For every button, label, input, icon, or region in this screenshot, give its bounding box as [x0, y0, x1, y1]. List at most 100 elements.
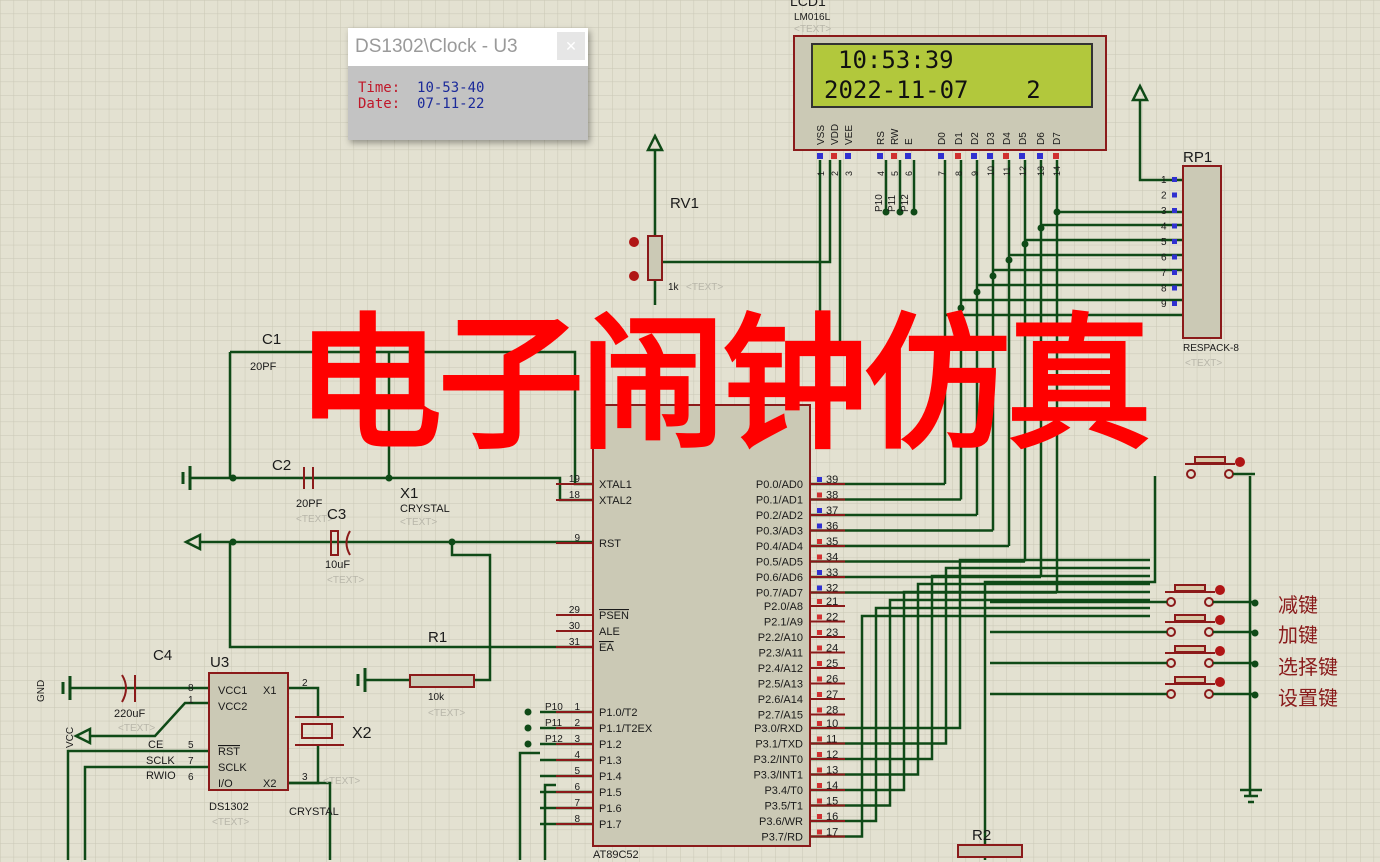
lcd-pin-number: 2	[830, 171, 840, 176]
push-buttons[interactable]	[990, 456, 1255, 699]
push-button[interactable]	[1174, 584, 1206, 592]
u1-pin-name: P3.5/T1	[764, 801, 803, 813]
push-button[interactable]	[1194, 456, 1226, 464]
u1-pin-number: 15	[826, 796, 838, 808]
junction-dot	[882, 208, 890, 216]
c3-plate	[345, 530, 351, 556]
lcd-pin-number: 8	[954, 171, 964, 176]
power-arrow-icon	[1130, 83, 1150, 102]
push-button[interactable]	[1174, 645, 1206, 653]
wire	[228, 542, 593, 649]
u1-pin-name: P0.4/AD4	[756, 541, 803, 553]
pin-state-marker	[987, 153, 993, 159]
rp1-pin-number: 7	[1161, 268, 1167, 279]
u1-pin-number: 1	[574, 702, 580, 713]
junction-dot	[385, 474, 393, 482]
pin-state-marker	[1172, 208, 1177, 213]
rv1-potentiometer[interactable]: RV1 1k <TEXT>	[629, 195, 723, 293]
u1-pin-name: P1.4	[599, 771, 622, 783]
close-icon[interactable]: ✕	[557, 32, 585, 60]
lcd-pin-number: 11	[1002, 167, 1012, 176]
net-label: P11	[545, 718, 562, 729]
probe-icon	[1215, 646, 1225, 656]
wire	[288, 686, 320, 717]
u1-pin-name: P0.2/AD2	[756, 510, 803, 522]
net-label: P12	[900, 194, 911, 212]
date-value: 07-11-22	[417, 96, 485, 112]
u1-microcontroller[interactable]: AT89C52 XTAL119XTAL218RST9PSEN29ALE30EA3…	[545, 404, 845, 861]
c4-capacitor[interactable]: C4 220uF <TEXT>	[114, 647, 172, 734]
u1-pin-name: P0.3/AD3	[756, 526, 803, 538]
probe-icon	[1215, 677, 1225, 687]
wire	[90, 701, 209, 738]
u1-pin-name: P2.0/A8	[764, 601, 803, 613]
r1-ref: R1	[428, 629, 447, 646]
x1-crystal[interactable]: X1 CRYSTAL <TEXT>	[400, 485, 450, 528]
rp1-part: RESPACK-8	[1183, 343, 1239, 354]
r1-resistor[interactable]: R1 10k <TEXT>	[409, 629, 475, 719]
junction-dot	[229, 538, 237, 546]
u1-pin-name: P2.7/A15	[758, 710, 803, 722]
pin-state-marker	[1172, 177, 1177, 182]
junction-dot	[973, 288, 981, 296]
pin-state-marker	[817, 554, 822, 560]
r2-resistor[interactable]: R2	[957, 827, 1023, 858]
popup-title: DS1302\Clock - U3	[348, 28, 588, 66]
ds1302-clock-popup[interactable]: DS1302\Clock - U3 ✕ Time: 10-53-40 Date:…	[348, 28, 588, 140]
wire	[810, 558, 1150, 730]
u3-body	[208, 672, 289, 791]
x2-tag: <TEXT>	[323, 776, 360, 787]
c1-capacitor[interactable]: C1 20PF	[250, 331, 281, 373]
lcd-pin-number: 1	[816, 171, 826, 176]
wire	[662, 160, 832, 264]
junction-dot	[524, 708, 532, 716]
u1-pin-number: 23	[826, 627, 838, 639]
lcd-module[interactable]: LCD1 LM016L <TEXT> 10:53:39 2022-11-07 2…	[790, 0, 1107, 212]
u1-pin-number: 36	[826, 521, 838, 533]
pin-state-marker	[817, 153, 823, 159]
pin-state-marker	[817, 645, 822, 651]
lcd-tag: <TEXT>	[794, 24, 831, 35]
pin-state-marker	[817, 570, 822, 575]
x2-crystal[interactable]: X2 CRYSTAL <TEXT>	[289, 716, 372, 818]
lcd-pin-name: D4	[1002, 132, 1013, 145]
push-button[interactable]	[1174, 614, 1206, 622]
lcd-pin-name: RS	[876, 131, 887, 145]
u1-pin-number: 38	[826, 490, 838, 502]
u1-pin-number: 25	[826, 658, 838, 670]
net-label-rwio: RWIO	[146, 770, 176, 782]
u1-pin-number: 14	[826, 780, 838, 792]
c3-capacitor[interactable]: C3 10uF <TEXT>	[325, 506, 364, 586]
u3-pin-number: 5	[188, 740, 194, 751]
x2-body	[301, 723, 333, 739]
push-button[interactable]	[1174, 676, 1206, 684]
pin-state-marker	[1172, 285, 1177, 291]
u1-pin-name: XTAL1	[599, 479, 632, 491]
pin-state-marker	[817, 736, 822, 742]
pin-state-marker	[817, 829, 822, 835]
lcd-pin-name: VDD	[830, 124, 841, 145]
button-label-increase: 加键	[1278, 623, 1318, 647]
probe-icon	[1215, 585, 1225, 595]
u1-pin-name: P2.2/A10	[758, 632, 803, 644]
u1-pin-number: 7	[574, 798, 580, 809]
power-arrow-icon	[73, 726, 92, 746]
rv1-body	[647, 235, 663, 281]
c2-value: 20PF	[296, 498, 323, 510]
lcd-pin-number: 12	[1018, 166, 1028, 176]
pin-state-marker	[831, 153, 837, 159]
rp1-pin-number: 5	[1161, 237, 1167, 248]
x1-ref: X1	[400, 485, 418, 502]
u1-pin-number: 35	[826, 536, 838, 548]
pin-state-marker	[817, 707, 822, 713]
junction-dot	[524, 740, 532, 748]
c2-capacitor[interactable]: C2 20PF <TEXT>	[272, 457, 333, 525]
u3-ds1302[interactable]: U3 VCC1 VCC2 RST SCLK I/O X1 X2 8 1 5 7 …	[146, 654, 308, 828]
lcd-pin-number: 5	[890, 171, 900, 176]
junction-dot	[1053, 208, 1061, 216]
c3-ref: C3	[327, 506, 346, 523]
junction-dot	[989, 272, 997, 280]
x1-tag: <TEXT>	[400, 517, 437, 528]
